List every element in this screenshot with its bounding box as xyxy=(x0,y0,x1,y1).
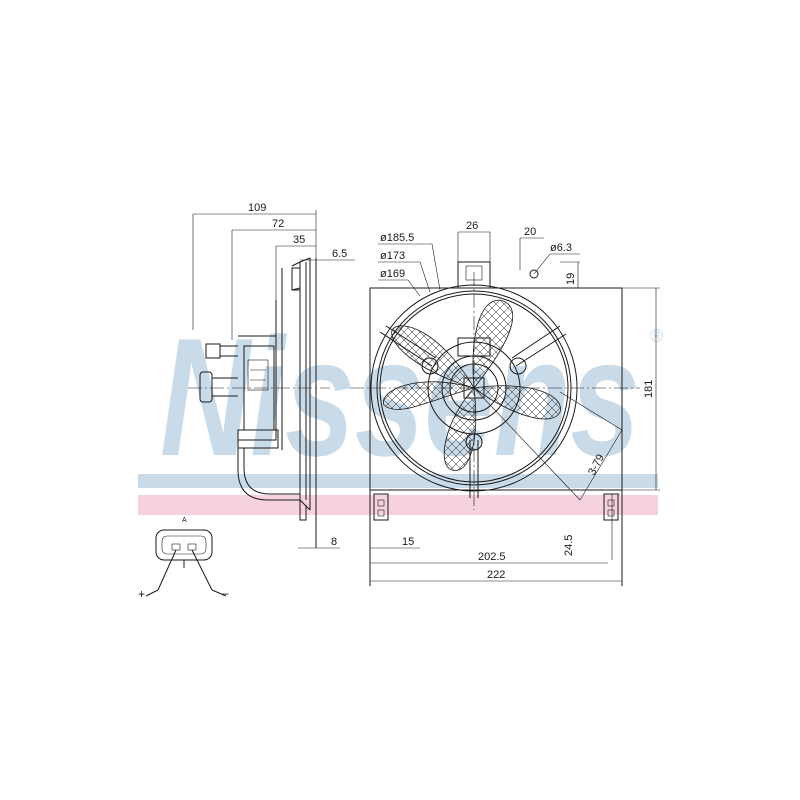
dim-overall-depth: 109 xyxy=(248,202,266,214)
dim-to-shroud: 35 xyxy=(293,234,305,246)
dim-mount-span: 202.5 xyxy=(478,551,506,563)
connector-minus: − xyxy=(222,587,229,601)
watermark-band-blue xyxy=(138,474,658,488)
dim-mid-ring-dia: ø173 xyxy=(380,250,405,262)
watermark-registered: ® xyxy=(650,326,663,346)
connector-detail: A + − xyxy=(138,517,229,601)
dim-outer-ring-dia: ø185.5 xyxy=(380,232,414,244)
side-view: 109 72 35 6.5 8 xyxy=(188,202,355,549)
top-tab xyxy=(457,261,491,289)
dim-height: 181 xyxy=(643,380,655,398)
dim-mount-hole-height: 19 xyxy=(565,273,577,285)
dim-top-tab-width: 26 xyxy=(466,220,478,232)
dim-mount-hole-dia: ø6.3 xyxy=(550,242,572,254)
dim-bracket-offset: 8 xyxy=(331,536,337,548)
connector-pin-label: A xyxy=(182,517,187,524)
front-view: ø185.5 ø173 ø169 26 20 ø6.3 19 181 15 20… xyxy=(350,220,660,586)
dim-to-motor-face: 72 xyxy=(272,218,284,230)
dim-overall-width: 222 xyxy=(487,569,505,581)
dim-bottom-tab-offset: 15 xyxy=(402,536,414,548)
mount-hole xyxy=(529,269,539,279)
dim-inner-ring-dia: ø169 xyxy=(380,268,405,280)
watermark-band-pink xyxy=(138,495,658,515)
dim-foot-height: 24.5 xyxy=(563,535,575,556)
dim-shroud-flange: 6.5 xyxy=(332,248,347,260)
dim-mount-hole-offset: 20 xyxy=(524,226,536,238)
connector-plus: + xyxy=(138,587,145,601)
